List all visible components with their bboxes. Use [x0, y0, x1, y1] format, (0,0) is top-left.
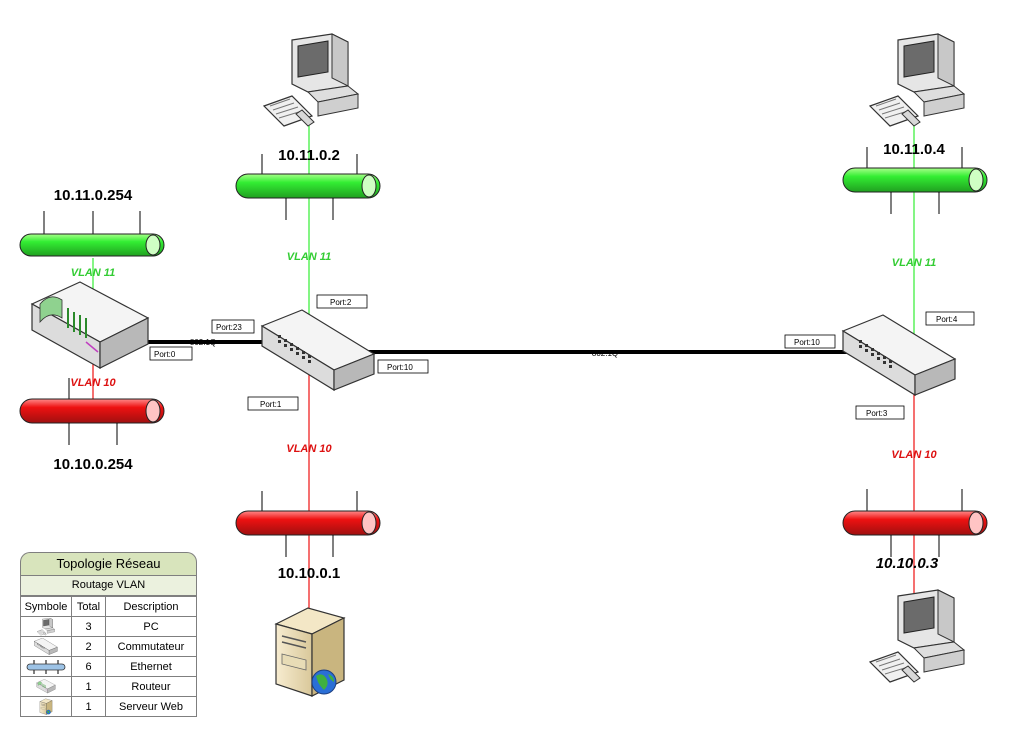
legend-title: Topologie Réseau [20, 552, 197, 575]
web-server-icon [39, 698, 53, 715]
router-vlan11-ip: 10.11.0.254 [54, 187, 133, 204]
legend-symbol-cell [20, 656, 72, 677]
legend-subtitle: Routage VLAN [20, 575, 197, 596]
legend-description: PC [105, 616, 197, 637]
pc-icon [36, 617, 55, 635]
router-vlan10-label: VLAN 10 [70, 377, 116, 389]
router-vlan11-label: VLAN 11 [71, 267, 115, 279]
legend-row: 6 Ethernet [20, 656, 197, 677]
router-vlan10-ip: 10.10.0.254 [53, 456, 133, 473]
legend-description: Commutateur [105, 636, 197, 657]
pc-10-11-0-4-icon [869, 33, 965, 127]
pc-10-11-0-2-icon [263, 33, 359, 127]
port-label-switch1-port10: Port:10 [377, 359, 429, 374]
switch2-vlan11-label: VLAN 11 [892, 257, 936, 269]
svg-text:Port:2: Port:2 [330, 298, 352, 307]
svg-text:Port:10: Port:10 [794, 338, 820, 347]
ethernet-segment-pc-10-11-0-4 [842, 147, 988, 214]
switch1-icon [261, 309, 375, 391]
port-label-router-port0: Port:0 [149, 346, 193, 361]
legend-symbol-cell [20, 676, 72, 697]
trunk-switch-label: 802.1Q [592, 349, 618, 358]
switch-icon [34, 638, 58, 655]
legend-total: 1 [71, 696, 106, 717]
switch1-vlan11-label: VLAN 11 [287, 251, 331, 263]
legend-total: 6 [71, 656, 106, 677]
svg-text:Port:4: Port:4 [936, 315, 958, 324]
pc-10-10-0-3-icon [869, 589, 965, 683]
port-label-switch1-port1: Port:1 [247, 396, 299, 411]
legend-header-row: Symbole Total Description [20, 596, 197, 617]
legend-panel: Topologie Réseau Routage VLAN Symbole To… [20, 552, 197, 717]
svg-text:Port:1: Port:1 [260, 400, 282, 409]
legend-row: 2 Commutateur [20, 636, 197, 657]
router-icon [31, 281, 149, 369]
legend-row: 1 Routeur [20, 676, 197, 697]
svg-text:Port:3: Port:3 [866, 409, 888, 418]
legend-header-description: Description [105, 596, 197, 617]
legend-row: 1 Serveur Web [20, 696, 197, 717]
legend-symbol-cell [20, 636, 72, 657]
svg-text:Port:10: Port:10 [387, 363, 413, 372]
switch2-vlan10-label: VLAN 10 [891, 449, 937, 461]
legend-row: 3 PC [20, 616, 197, 637]
legend-description: Ethernet [105, 656, 197, 677]
server-ip: 10.10.0.1 [278, 565, 341, 582]
legend-symbol-cell [20, 696, 72, 717]
switch2-icon [842, 314, 956, 396]
port-label-switch1-port23: Port:23 [211, 319, 255, 334]
web-server-icon [275, 607, 345, 697]
switch1-vlan10-label: VLAN 10 [286, 443, 332, 455]
pc-ip-10-10-0-3: 10.10.0.3 [876, 555, 939, 572]
port-label-switch2-port4: Port:4 [925, 311, 975, 326]
ethernet-segment-pc-10-10-0-3 [842, 489, 988, 557]
svg-text:Port:0: Port:0 [154, 350, 176, 359]
ethernet-icon [26, 659, 66, 674]
legend-header-total: Total [71, 596, 106, 617]
ethernet-segment-router-vlan10 [19, 378, 165, 445]
legend-description: Serveur Web [105, 696, 197, 717]
pc-ip-10-11-0-4: 10.11.0.4 [883, 141, 945, 158]
legend-table: Symbole Total Description 3 PC 2 Commuta… [20, 596, 197, 717]
legend-header-symbol: Symbole [20, 596, 72, 617]
router-icon [36, 679, 56, 694]
legend-total: 3 [71, 616, 106, 637]
legend-total: 2 [71, 636, 106, 657]
legend-symbol-cell [20, 616, 72, 637]
legend-description: Routeur [105, 676, 197, 697]
legend-total: 1 [71, 676, 106, 697]
port-label-switch2-port3: Port:3 [855, 405, 905, 420]
port-label-switch2-port10: Port:10 [784, 334, 836, 349]
ethernet-segment-pc-10-11-0-2 [235, 154, 381, 220]
svg-text:Port:23: Port:23 [216, 323, 242, 332]
port-label-switch1-port2: Port:2 [316, 294, 368, 309]
ethernet-segment-server-10-10-0-1 [235, 491, 381, 557]
pc-ip-10-11-0-2: 10.11.0.2 [278, 147, 340, 164]
trunk-router-label: 802.1Q [190, 338, 216, 347]
ethernet-segment-router-vlan11 [19, 211, 165, 257]
